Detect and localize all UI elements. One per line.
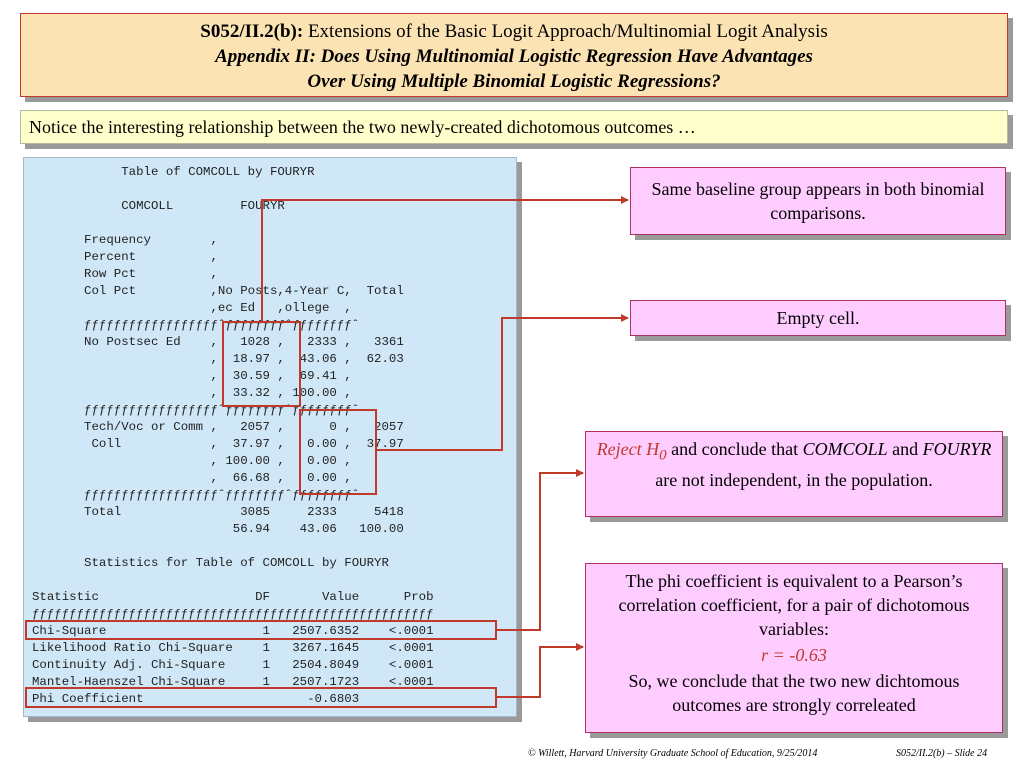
chi-square-highlight xyxy=(25,620,497,640)
title-line-2: Appendix II: Does Using Multinomial Logi… xyxy=(215,46,813,67)
footer-copyright: © Willett, Harvard University Graduate S… xyxy=(528,748,818,759)
title-main: Extensions of the Basic Logit Approach/M… xyxy=(307,21,828,42)
sas-output-text: Table of COMCOLL by FOURYR COMCOLL FOURY… xyxy=(32,165,434,706)
slide-title: S052/II.2(b): Extensions of the Basic Lo… xyxy=(20,13,1008,97)
callout-phi: The phi coefficient is equivalent to a P… xyxy=(585,563,1003,733)
reject-post: are not independent, in the population. xyxy=(655,469,933,490)
callout-empty-cell: Empty cell. xyxy=(630,300,1006,336)
title-line-3: Over Using Multiple Binomial Logistic Re… xyxy=(307,71,721,92)
reject-subscript: 0 xyxy=(659,447,667,464)
reject-label: Reject H xyxy=(596,439,660,459)
baseline-connector xyxy=(261,196,629,322)
phi-line-1: The phi coefficient is equivalent to a P… xyxy=(618,571,970,639)
phi-line-2: So, we conclude that the two new dichtom… xyxy=(628,671,960,715)
phi-connector xyxy=(496,643,584,698)
notice-banner: Notice the interesting relationship betw… xyxy=(20,110,1008,144)
footer-slide-number: S052/II.2(b) – Slide 24 xyxy=(896,748,988,759)
callout-baseline-text: Same baseline group appears in both bino… xyxy=(651,179,985,223)
sas-output-panel: Table of COMCOLL by FOURYR COMCOLL FOURY… xyxy=(23,157,517,717)
phi-formula: r = -0.63 xyxy=(761,645,827,665)
empty-cell-connector xyxy=(376,314,629,451)
reject-var1: COMCOLL xyxy=(802,439,888,459)
phi-coefficient-highlight xyxy=(25,687,497,708)
callout-baseline: Same baseline group appears in both bino… xyxy=(630,167,1006,235)
callout-reject-h0: Reject H0 and conclude that COMCOLL and … xyxy=(585,431,1003,517)
empty-cell-highlight xyxy=(299,409,377,495)
callout-empty-text: Empty cell. xyxy=(776,308,860,328)
title-code: S052/II.2(b): xyxy=(200,21,304,42)
title-line-1: S052/II.2(b): Extensions of the Basic Lo… xyxy=(21,19,1007,44)
reject-mid1: and conclude that xyxy=(666,439,803,459)
reject-mid2: and xyxy=(887,439,923,459)
baseline-column-highlight xyxy=(222,321,301,407)
chi-square-connector xyxy=(496,469,584,631)
reject-var2: FOURYR xyxy=(922,439,992,459)
